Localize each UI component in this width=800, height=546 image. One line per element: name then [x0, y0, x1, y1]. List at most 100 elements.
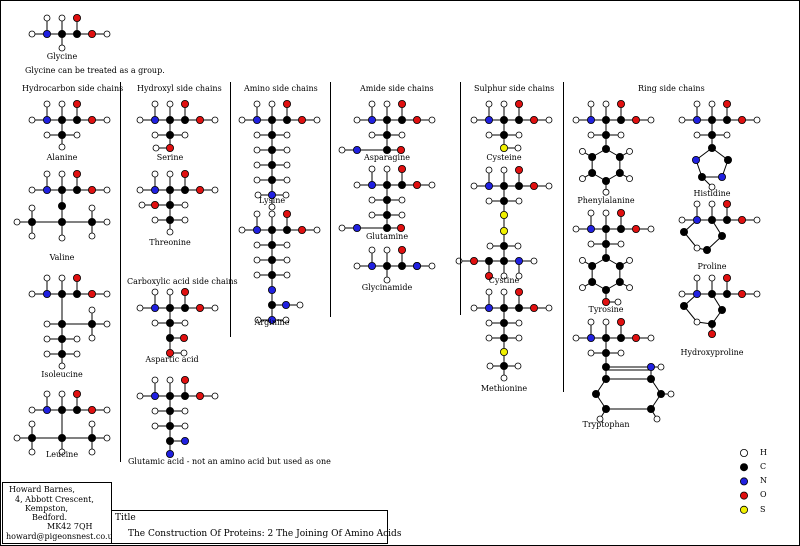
- atom-n: [267, 315, 276, 324]
- atom-h: [138, 201, 146, 209]
- column-divider-5: [563, 82, 564, 392]
- atom-c: [165, 406, 174, 415]
- atom-c: [718, 305, 727, 314]
- atom-c: [382, 130, 391, 139]
- atom-o: [515, 287, 524, 296]
- atom-h: [617, 349, 625, 357]
- atom-o: [195, 303, 204, 312]
- atom-o: [180, 100, 189, 109]
- atom-c: [499, 130, 508, 139]
- atom-h: [428, 116, 436, 124]
- atom-h: [254, 316, 262, 324]
- atom-h: [211, 304, 219, 312]
- atom-n: [165, 449, 174, 458]
- atom-h: [283, 131, 291, 139]
- atom-h: [151, 376, 159, 384]
- atom-o: [73, 13, 82, 22]
- column-divider-2: [230, 82, 231, 337]
- atom-c: [267, 300, 276, 309]
- atom-h: [485, 100, 493, 108]
- atom-c: [708, 116, 717, 125]
- atom-n: [180, 436, 189, 445]
- atom-h: [103, 218, 111, 226]
- atom-h: [572, 334, 580, 342]
- atom-o: [88, 185, 97, 194]
- atom-h: [693, 100, 701, 108]
- atom-o: [73, 169, 82, 178]
- heading-ring: Ring side chains: [638, 84, 705, 93]
- atom-c: [267, 240, 276, 249]
- atom-c: [282, 116, 291, 125]
- atom-c: [617, 116, 626, 125]
- atom-c: [724, 155, 733, 164]
- atom-h: [383, 246, 391, 254]
- atom-h: [587, 209, 595, 217]
- legend-s: S: [760, 505, 766, 514]
- atom-n: [647, 362, 656, 371]
- atom-o: [617, 317, 626, 326]
- label-glutamine: Glutamine: [365, 232, 409, 241]
- atom-c: [602, 362, 611, 371]
- atom-c: [165, 391, 174, 400]
- author-name: Howard Barnes,: [9, 485, 75, 494]
- atom-h: [368, 246, 376, 254]
- atom-c: [267, 225, 276, 234]
- atom-o: [723, 100, 732, 109]
- label-cystine: Cystine: [488, 276, 520, 285]
- atom-h: [514, 362, 522, 370]
- atom-o: [88, 405, 97, 414]
- author-line3: Bedford.: [32, 513, 67, 522]
- atom-n: [587, 224, 596, 233]
- atom-h: [181, 319, 189, 327]
- atom-o: [632, 224, 641, 233]
- atom-c: [382, 210, 391, 219]
- atom-h: [500, 166, 508, 174]
- glycine-note: Glycine can be treated as a group.: [25, 66, 165, 75]
- heading-sulphur: Sulphur side chains: [474, 84, 555, 93]
- atom-n: [43, 29, 52, 38]
- atom-h: [708, 100, 716, 108]
- atom-h: [470, 182, 478, 190]
- atom-h: [587, 131, 595, 139]
- atom-h: [693, 244, 701, 252]
- atom-n: [352, 145, 361, 154]
- atom-h: [485, 334, 493, 342]
- atom-h: [43, 100, 51, 108]
- atom-n: [692, 155, 701, 164]
- atom-c: [58, 217, 67, 226]
- label-hydroxyproline: Hydroxyproline: [680, 348, 744, 357]
- atom-c: [58, 29, 67, 38]
- atom-o: [180, 287, 189, 296]
- atom-h: [211, 392, 219, 400]
- column-divider-1: [120, 82, 121, 462]
- atom-o: [484, 271, 493, 280]
- atom-h: [166, 288, 174, 296]
- atom-c: [397, 261, 406, 270]
- atom-c: [180, 116, 189, 125]
- atom-h: [368, 196, 376, 204]
- atom-c: [382, 195, 391, 204]
- atom-c: [165, 130, 174, 139]
- title-label: Title: [115, 513, 136, 523]
- atom-h: [708, 274, 716, 282]
- label-threonine: Threonine: [149, 238, 191, 247]
- atom-h: [166, 100, 174, 108]
- atom-s: [499, 210, 508, 219]
- atom-h: [181, 131, 189, 139]
- atom-h: [753, 290, 761, 298]
- atom-c: [58, 185, 67, 194]
- atom-h: [515, 319, 523, 327]
- atom-h: [485, 319, 493, 327]
- atom-o: [397, 245, 406, 254]
- atom-h: [579, 147, 586, 155]
- legend-h: H: [760, 448, 767, 457]
- atom-h: [486, 362, 494, 370]
- label-tyrosine: Tyrosine: [588, 305, 624, 314]
- column-divider-3: [330, 82, 331, 317]
- atom-o: [282, 100, 291, 109]
- atom-o: [469, 256, 478, 265]
- heading-carboxylic: Carboxylic acid side chains: [127, 277, 238, 286]
- atom-c: [499, 256, 508, 265]
- atom-h: [58, 143, 66, 151]
- atom-h: [283, 271, 291, 279]
